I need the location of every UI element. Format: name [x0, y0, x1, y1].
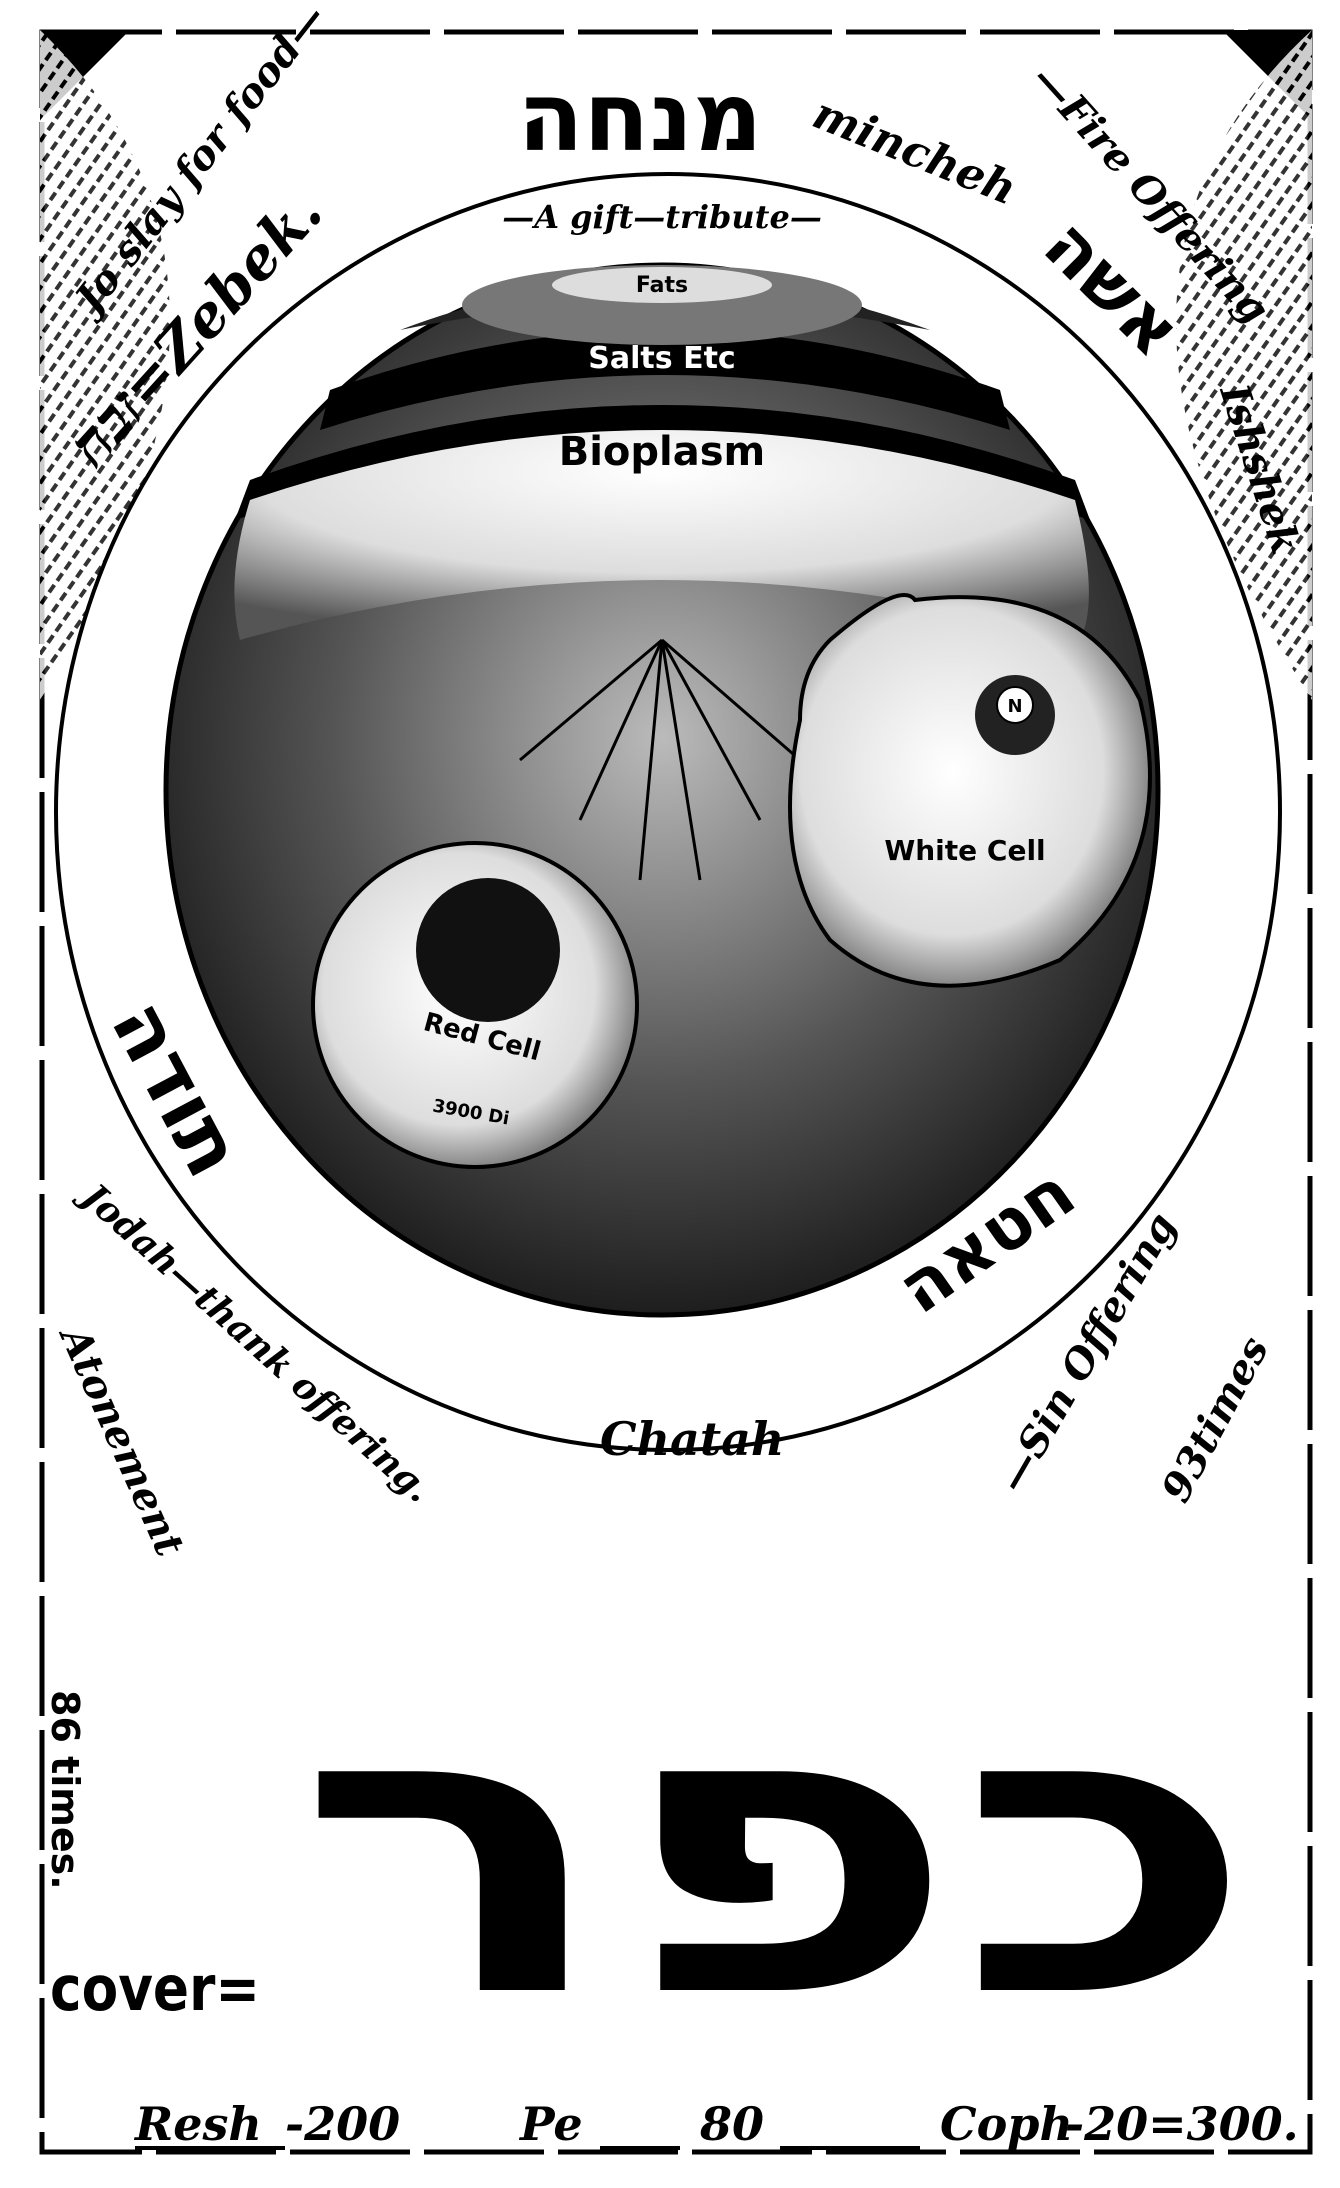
kaphar-hebrew: כפר: [296, 1620, 1256, 2085]
resh-label: Resh: [133, 2097, 262, 2151]
resh-value: -200: [285, 2097, 400, 2151]
chatah-label: Chatah: [600, 1412, 784, 1466]
white-cell: N: [788, 593, 1152, 988]
pe-value: 80: [699, 2097, 764, 2151]
salts-label: Salts Etc: [588, 341, 735, 376]
mincheh-label: mincheh: [806, 88, 1024, 215]
pe-label: Pe: [518, 2097, 583, 2151]
atonement-label: Atonement: [49, 1316, 194, 1563]
letter-values: Resh -200 Pe 80 Coph -20=300.: [133, 2097, 1299, 2151]
light-rays: [519, 638, 801, 881]
nucleus-label: N: [1007, 696, 1022, 717]
mincheh-hebrew: מנחה: [518, 61, 763, 173]
coph-label: Coph: [940, 2097, 1073, 2151]
white-cell-label: White Cell: [884, 834, 1045, 867]
blood-sphere: N Fats Salts Etc Bioplasm Red Cell 3900 …: [163, 262, 1161, 1318]
red-cell: [311, 841, 639, 1169]
times-86-label: 86 times.: [43, 1690, 87, 1890]
coph-value: -20=300.: [1065, 2097, 1299, 2151]
times-93-label: 93times: [1152, 1329, 1278, 1510]
fats-label: Fats: [636, 273, 688, 298]
frame: [39, 29, 1313, 2155]
bioplasm-label: Bioplasm: [559, 429, 766, 475]
gift-tribute-label: —A gift—tribute—: [502, 198, 822, 236]
cover-label: cover=: [50, 1952, 260, 2025]
